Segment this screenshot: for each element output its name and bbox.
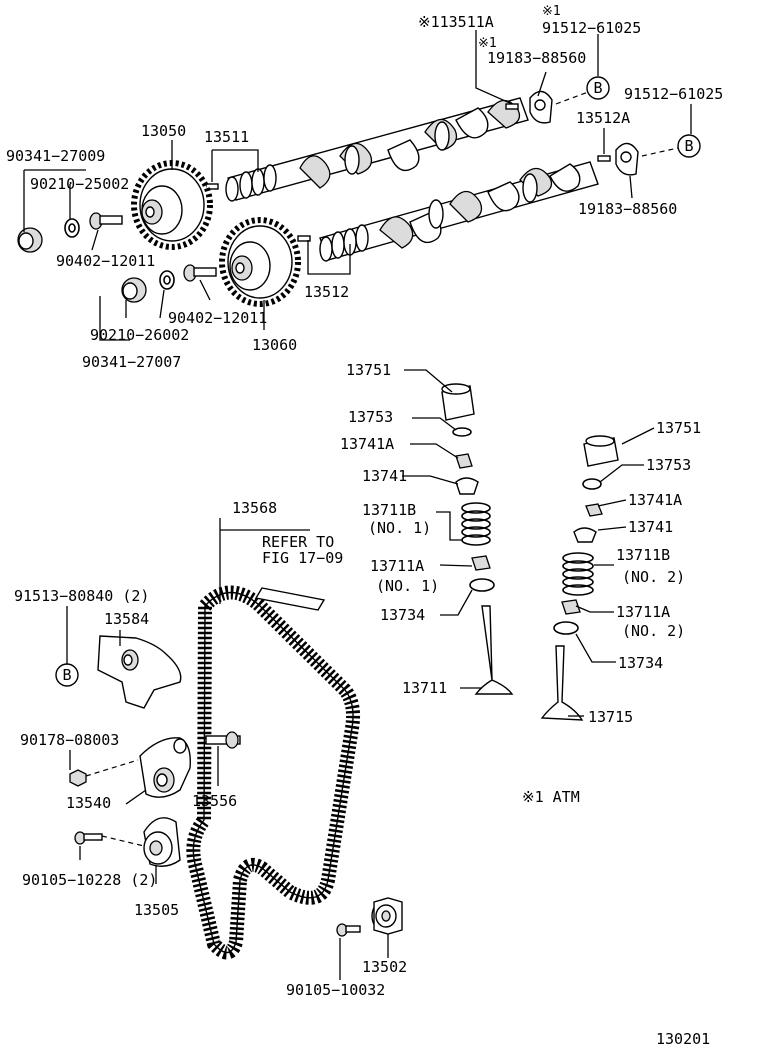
plug-90341-27007 [121, 277, 147, 303]
label-13753-right: 13753 [646, 456, 691, 474]
bolt-90105-10228 [74, 831, 103, 845]
label-13505: 13505 [134, 901, 179, 919]
label-13741-right: 13741 [628, 518, 673, 536]
lower-camshaft [319, 161, 599, 262]
callout-b-right: B [677, 134, 701, 158]
cam-plate-upper [529, 90, 553, 124]
leader-lines [23, 30, 692, 980]
label-13512: 13512 [304, 283, 349, 301]
label-13540: 13540 [66, 794, 111, 812]
label-90178-08003: 90178−08003 [20, 731, 119, 749]
label-refer-to: REFER TO [262, 533, 334, 551]
callout-b-top: B [586, 76, 610, 100]
label-13741a-right: 13741A [628, 491, 682, 509]
idler-pulley-13502 [371, 897, 403, 935]
tensioner-13540 [139, 737, 191, 798]
refer-fig-marker [254, 587, 326, 611]
label-90402-12011-mid: 90402−12011 [168, 309, 267, 327]
label-91512-61025-right: 91512−61025 [624, 85, 723, 103]
label-91513-80840: 91513−80840 (2) [14, 587, 149, 605]
figure-number: 130201 [656, 1030, 710, 1048]
label-13711a-right: 13711A [616, 603, 670, 621]
timing-belt-13568 [186, 585, 361, 960]
washer-90210-26002 [159, 270, 175, 290]
nut-90178-08003 [69, 769, 87, 787]
camshaft-timing-pulley-13060 [219, 217, 301, 307]
valve-train-no1 [441, 383, 514, 695]
label-13512a: 13512A [576, 109, 630, 127]
label-113511a: ※113511A [418, 13, 494, 31]
label-90341-27007: 90341−27007 [82, 353, 181, 371]
label-13511: 13511 [204, 128, 249, 146]
label-13711b-right: 13711B [616, 546, 670, 564]
label-13734-left: 13734 [380, 606, 425, 624]
washer-90210-25002 [64, 218, 80, 238]
label-90210-26002: 90210−26002 [90, 326, 189, 344]
upper-camshaft [225, 97, 529, 202]
stud-13556 [205, 731, 241, 749]
label-note1-a: ※1 [542, 4, 561, 19]
label-note1-b: ※1 [478, 36, 497, 51]
label-13753-left: 13753 [348, 408, 393, 426]
idler-pulley-13505 [143, 817, 181, 867]
valve-train-no2 [540, 435, 619, 721]
svg-text:B: B [684, 137, 693, 155]
label-90105-10228: 90105−10228 (2) [22, 871, 157, 889]
plug-90341-27009 [17, 227, 43, 253]
label-13502: 13502 [362, 958, 407, 976]
cam-plate-lower [615, 142, 639, 176]
camshaft-timing-pulley-13050 [131, 160, 213, 250]
label-90402-12011-top: 90402−12011 [56, 252, 155, 270]
knock-pins [205, 103, 611, 242]
label-13741a-left: 13741A [340, 435, 394, 453]
callout-b-left: B [55, 663, 79, 687]
label-13568: 13568 [232, 499, 277, 517]
label-13050: 13050 [141, 122, 186, 140]
label-no2-b: (NO. 2) [622, 622, 685, 640]
label-13741-left: 13741 [362, 467, 407, 485]
label-fig-17-09: FIG 17−09 [262, 549, 343, 567]
label-19183-88560-right: 19183−88560 [578, 200, 677, 218]
label-13715: 13715 [588, 708, 633, 726]
label-13711b-left: 13711B [362, 501, 416, 519]
label-13751-right: 13751 [656, 419, 701, 437]
label-90105-10032: 90105−10032 [286, 981, 385, 999]
bolt-90105-10032 [336, 923, 361, 937]
bracket-13584 [97, 635, 182, 709]
label-13734-right: 13734 [618, 654, 663, 672]
label-13556: 13556 [192, 792, 237, 810]
label-13751-left: 13751 [346, 361, 391, 379]
label-19183-88560-top: 19183−88560 [487, 49, 586, 67]
svg-text:B: B [62, 666, 71, 684]
label-no2-a: (NO. 2) [622, 568, 685, 586]
label-13060: 13060 [252, 336, 297, 354]
label-13711a-left: 13711A [370, 557, 424, 575]
label-90341-27009: 90341−27009 [6, 147, 105, 165]
svg-text:B: B [593, 79, 602, 97]
bolt-90402-12011-lower [183, 264, 217, 282]
alignment-lines [85, 91, 679, 847]
part-labels: ※113511A ※1 91512−61025 ※1 19183−88560 9… [6, 4, 723, 1048]
label-13711: 13711 [402, 679, 447, 697]
label-91512-61025-top: 91512−61025 [542, 19, 641, 37]
label-13584: 13584 [104, 610, 149, 628]
label-90210-25002: 90210−25002 [30, 175, 129, 193]
label-atm-note: ※1 ATM [522, 788, 580, 806]
label-no1-b: (NO. 1) [376, 577, 439, 595]
label-no1-a: (NO. 1) [368, 519, 431, 537]
bolt-90402-12011-upper [89, 212, 123, 230]
